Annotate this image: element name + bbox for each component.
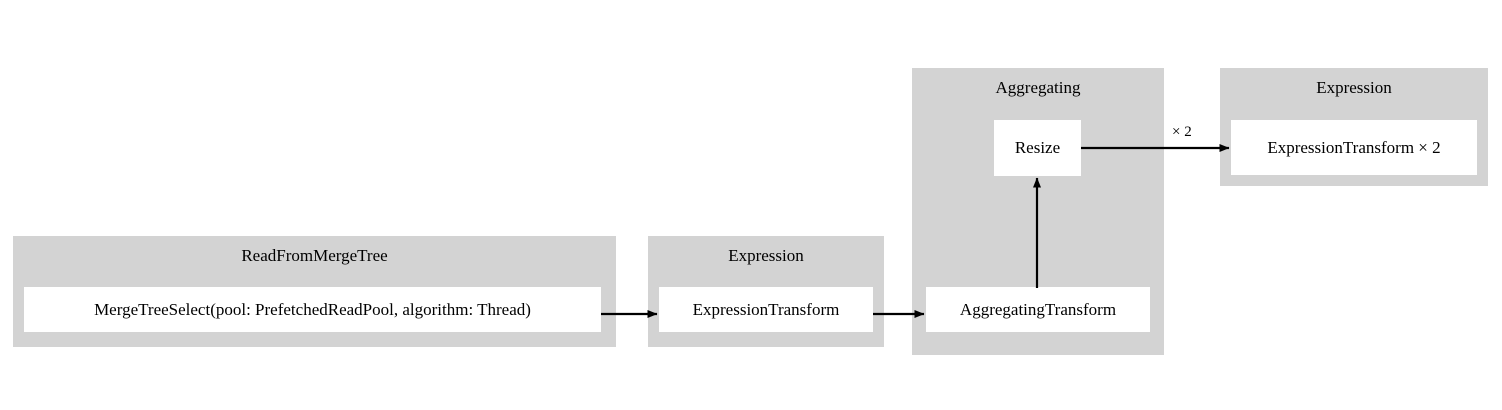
cluster-title-expression-2: Expression [1316, 78, 1392, 97]
node-merge-tree-select[interactable]: MergeTreeSelect(pool: PrefetchedReadPool… [24, 287, 601, 332]
edge-label-resize-to-expression2: × 2 [1172, 124, 1192, 140]
cluster-title-aggregating: Aggregating [995, 78, 1081, 97]
node-resize[interactable]: Resize [994, 120, 1081, 176]
cluster-title-read-from-merge-tree: ReadFromMergeTree [241, 246, 388, 265]
node-expression-transform[interactable]: ExpressionTransform [659, 287, 873, 332]
node-aggregating-transform[interactable]: AggregatingTransform [926, 287, 1150, 332]
cluster-title-expression-1: Expression [728, 246, 804, 265]
node-expression-transform-x2[interactable]: ExpressionTransform × 2 [1231, 120, 1477, 175]
